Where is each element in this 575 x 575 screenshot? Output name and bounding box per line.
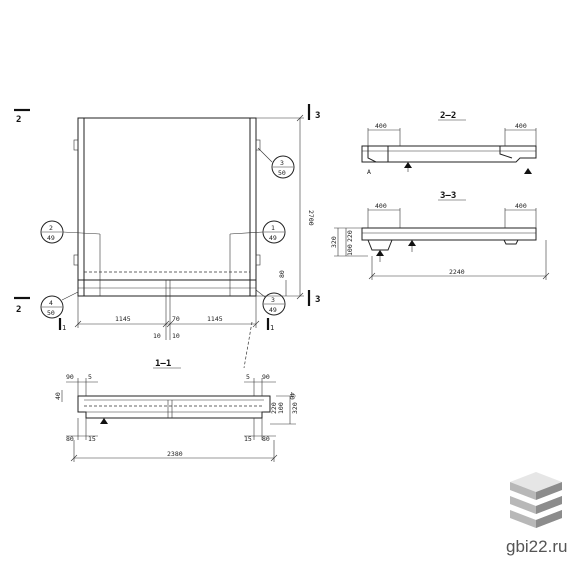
section-11-top-right-b: 90 bbox=[262, 373, 270, 381]
section-22-rib-right bbox=[499, 146, 513, 159]
section-33-tick-r bbox=[542, 272, 550, 280]
svg-text:50: 50 bbox=[278, 169, 286, 177]
dim-joint-total-text: 70 bbox=[172, 315, 180, 323]
svg-text:3: 3 bbox=[271, 296, 275, 304]
projection-line bbox=[243, 321, 253, 369]
watermark-text: gbi22.ru bbox=[506, 537, 567, 556]
section-33-slab bbox=[361, 227, 537, 241]
section-33-height-total: 320 bbox=[330, 236, 338, 248]
section-11-top-left-b: 5 bbox=[88, 373, 92, 381]
plan-view: 2 2 3 3 1 1 3 50 2 49 1 4 bbox=[14, 104, 320, 369]
plan-notch-r2 bbox=[255, 254, 261, 266]
dim-joint-left-text: 10 bbox=[153, 332, 161, 340]
section-11-tick-r bbox=[270, 454, 278, 462]
section-1-1: 1–1 90 5 5 90 40 40 220 100 320 bbox=[54, 359, 299, 462]
section-11-slab bbox=[77, 395, 271, 419]
section-2-2: 2–2 400 400 А bbox=[361, 111, 537, 176]
dim-tick-4 bbox=[162, 320, 170, 328]
svg-text:1: 1 bbox=[271, 224, 275, 232]
svg-text:4: 4 bbox=[49, 299, 53, 307]
section-33-support-2 bbox=[408, 240, 416, 246]
plan-outline bbox=[77, 117, 257, 297]
callout-3-49-bottom: 3 49 bbox=[255, 289, 286, 316]
section-11-tick-l bbox=[70, 454, 78, 462]
dim-height-text: 2700 bbox=[307, 210, 315, 226]
section-11-bot-left-a: 80 bbox=[66, 435, 74, 443]
section-22-label-a: А bbox=[367, 168, 371, 176]
callout-1-49: 1 49 bbox=[229, 220, 286, 244]
section-22-dim-right-text: 400 bbox=[515, 122, 527, 130]
section-33-dim-left-text: 400 bbox=[375, 202, 387, 210]
dim-tick-6 bbox=[252, 320, 260, 328]
svg-text:2: 2 bbox=[49, 224, 53, 232]
section-33-tick-l bbox=[368, 272, 376, 280]
svg-text:49: 49 bbox=[269, 306, 277, 314]
cut-label-left-bottom: 2 bbox=[16, 305, 21, 315]
dim-tick-1 bbox=[296, 114, 304, 122]
dim-tick-5 bbox=[166, 320, 174, 328]
section-22-rib-left bbox=[367, 146, 389, 163]
callout-2-49: 2 49 bbox=[40, 220, 101, 244]
section-11-bot-right-b: 80 bbox=[262, 435, 270, 443]
section-11-top-left-a: 90 bbox=[66, 373, 74, 381]
svg-text:50: 50 bbox=[47, 309, 55, 317]
cut-label-right-bottom: 3 bbox=[315, 295, 320, 305]
section-33-rib-right bbox=[503, 239, 519, 245]
plan-notch-l2 bbox=[73, 254, 79, 266]
dim-right-span-text: 1145 bbox=[207, 315, 223, 323]
section-11-right-h1: 40 bbox=[288, 392, 296, 400]
section-33-height-b: 100 bbox=[346, 244, 354, 256]
section-33-height-a: 220 bbox=[346, 230, 354, 242]
section-3-3: 3–3 400 400 320 220 100 2240 bbox=[330, 191, 550, 280]
callout-4-50: 4 50 bbox=[40, 291, 79, 319]
section-11-right-h2: 220 bbox=[270, 402, 278, 414]
section-11-support bbox=[100, 418, 108, 424]
section-33-length-text: 2240 bbox=[449, 268, 465, 276]
svg-text:3: 3 bbox=[280, 159, 284, 167]
cut-label-right-top: 3 bbox=[315, 111, 320, 121]
dim-tick-3 bbox=[74, 320, 82, 328]
section-22-title: 2–2 bbox=[440, 111, 456, 121]
watermark-logo-icon bbox=[510, 472, 562, 528]
section-33-dim-right-text: 400 bbox=[515, 202, 527, 210]
plan-notch-r1 bbox=[255, 139, 261, 151]
section-22-dim-left-text: 400 bbox=[375, 122, 387, 130]
callout-3-50-top: 3 50 bbox=[257, 147, 295, 179]
section-11-left-h: 40 bbox=[54, 392, 62, 400]
section-11-bot-left-b: 15 bbox=[88, 435, 96, 443]
section-11-height-total: 320 bbox=[291, 402, 299, 414]
svg-text:49: 49 bbox=[47, 234, 55, 242]
dim-joint-right-text: 10 bbox=[172, 332, 180, 340]
cut-label-bottom-left: 1 bbox=[62, 324, 66, 332]
section-11-right-h3: 100 bbox=[277, 402, 285, 414]
svg-text:49: 49 bbox=[269, 234, 277, 242]
cut-label-bottom-right: 1 bbox=[270, 324, 274, 332]
dim-tick-2 bbox=[296, 292, 304, 300]
section-33-support-1 bbox=[376, 250, 384, 256]
section-33-rib-left bbox=[367, 239, 393, 251]
section-11-bot-right-a: 15 bbox=[244, 435, 252, 443]
plan-notch-l1 bbox=[73, 139, 79, 151]
dim-edge-text: 80 bbox=[278, 270, 286, 278]
section-11-top-right-a: 5 bbox=[246, 373, 250, 381]
section-33-title: 3–3 bbox=[440, 191, 456, 201]
section-11-title: 1–1 bbox=[155, 359, 171, 369]
section-22-support-1 bbox=[404, 162, 412, 168]
section-11-length-text: 2380 bbox=[167, 450, 183, 458]
cut-label-left-top: 2 bbox=[16, 115, 21, 125]
dim-left-span-text: 1145 bbox=[115, 315, 131, 323]
section-22-support-2 bbox=[524, 168, 532, 174]
